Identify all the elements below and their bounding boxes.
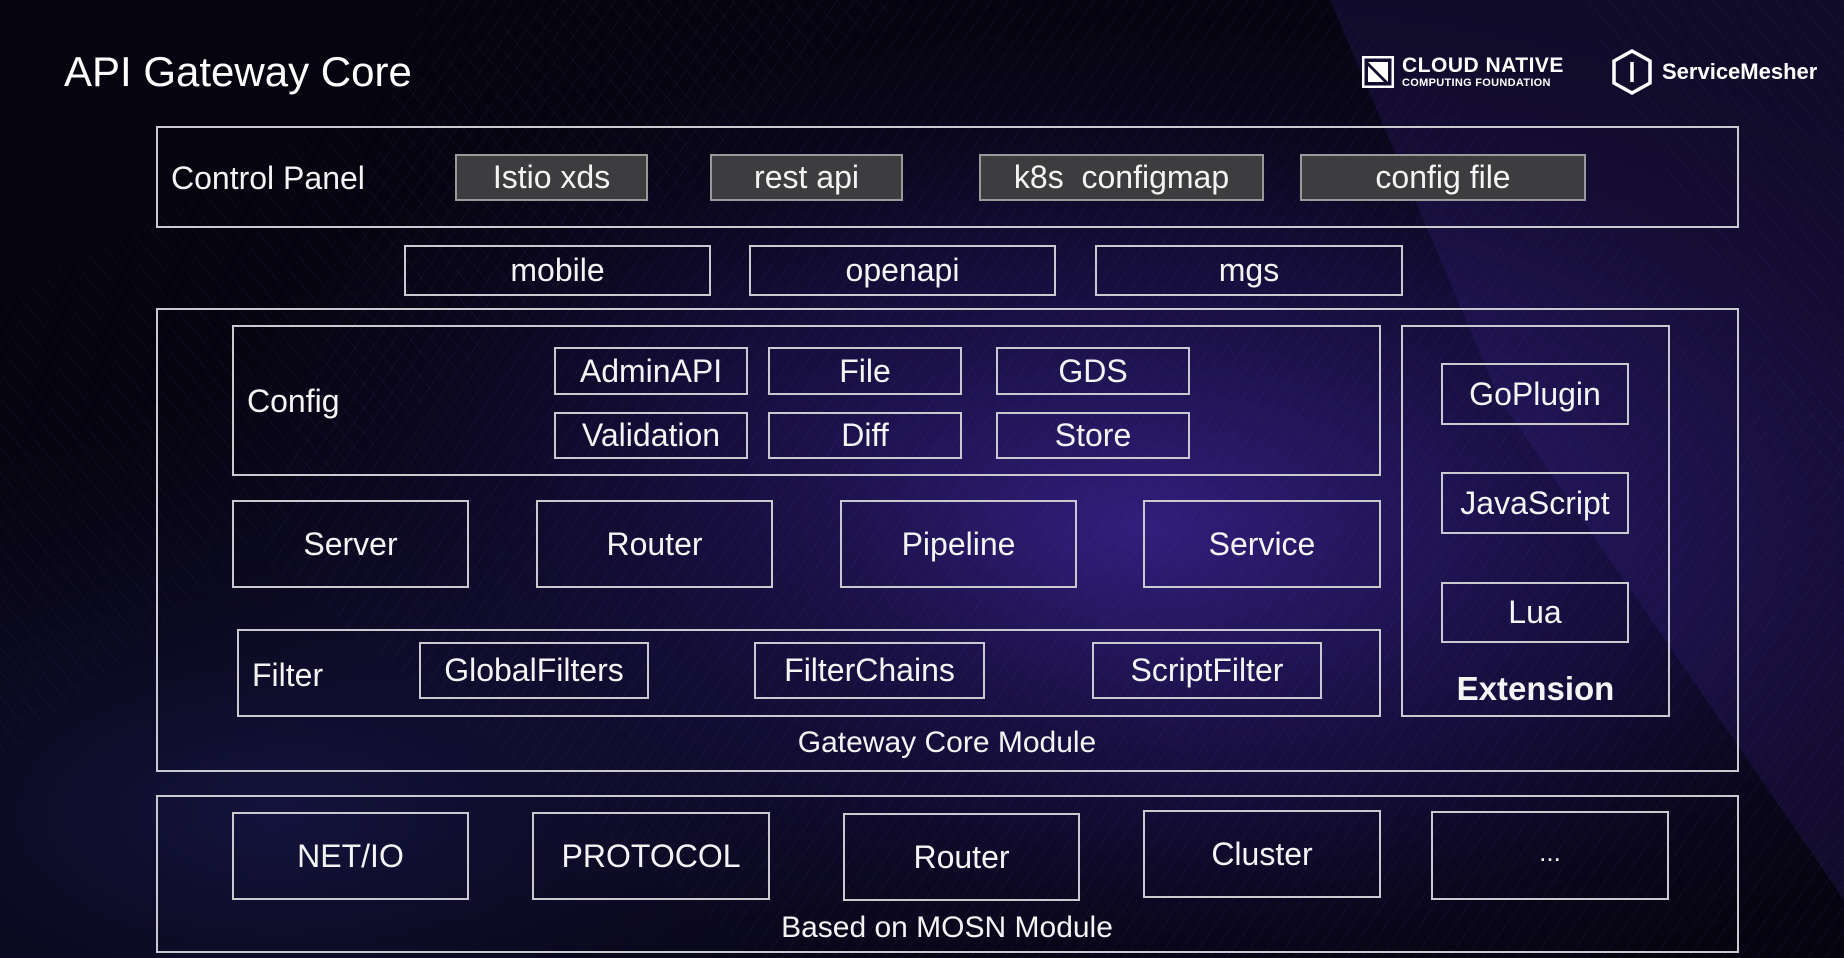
source-rest-api: rest api	[710, 154, 903, 201]
mosn-cluster: Cluster	[1143, 810, 1381, 898]
mosn-protocol: PROTOCOL	[532, 812, 770, 900]
servicemesher-logo-text: ServiceMesher	[1662, 59, 1818, 84]
filter-filterchains: FilterChains	[754, 642, 985, 699]
extension-label: Extension	[1456, 670, 1615, 707]
component-service: Service	[1143, 500, 1381, 588]
filter-label: Filter	[252, 657, 324, 693]
gateway-core-module-caption: Gateway Core Module	[797, 726, 1097, 759]
cncf-logo-icon	[1362, 56, 1394, 88]
extension-lua: Lua	[1441, 582, 1629, 643]
mosn-module-caption: Based on MOSN Module	[781, 911, 1113, 944]
component-router: Router	[536, 500, 773, 588]
gateway-core-module-frame	[156, 308, 1739, 772]
client-mgs: mgs	[1095, 245, 1403, 296]
component-pipeline: Pipeline	[840, 500, 1077, 588]
extension-frame	[1401, 325, 1670, 717]
cncf-logo-line2: COMPUTING FOUNDATION	[1402, 77, 1551, 89]
client-mobile: mobile	[404, 245, 711, 296]
config-gds: GDS	[996, 347, 1190, 395]
servicemesher-logo: ServiceMesher	[1610, 48, 1817, 96]
extension-javascript: JavaScript	[1441, 472, 1629, 534]
filter-globalfilters: GlobalFilters	[419, 642, 649, 699]
filter-scriptfilter: ScriptFilter	[1092, 642, 1322, 699]
config-frame	[232, 325, 1381, 476]
cncf-logo-line1: CLOUD NATIVE	[1402, 54, 1564, 77]
config-adminapi: AdminAPI	[554, 347, 748, 395]
config-store: Store	[996, 412, 1190, 459]
config-diff: Diff	[768, 412, 962, 459]
client-openapi: openapi	[749, 245, 1056, 296]
filter-frame	[237, 629, 1381, 717]
page-title: API Gateway Core	[64, 48, 412, 95]
mosn-router: Router	[843, 813, 1080, 901]
mosn-netio: NET/IO	[232, 812, 469, 900]
config-file: File	[768, 347, 962, 395]
cncf-logo: CLOUD NATIVE COMPUTING FOUNDATION	[1362, 54, 1574, 90]
hexagon-icon	[1612, 48, 1652, 96]
control-panel-frame	[156, 126, 1739, 228]
component-server: Server	[232, 500, 469, 588]
config-label: Config	[247, 383, 340, 419]
source-istio-xds: Istio xds	[455, 154, 648, 201]
config-validation: Validation	[554, 412, 748, 459]
source-k8s-configmap: k8s configmap	[979, 154, 1264, 201]
mosn-module-frame	[156, 795, 1739, 953]
mosn-more: ...	[1431, 811, 1669, 900]
control-panel-label: Control Panel	[171, 160, 365, 196]
extension-goplugin: GoPlugin	[1441, 363, 1629, 425]
source-config-file: config file	[1300, 154, 1586, 201]
